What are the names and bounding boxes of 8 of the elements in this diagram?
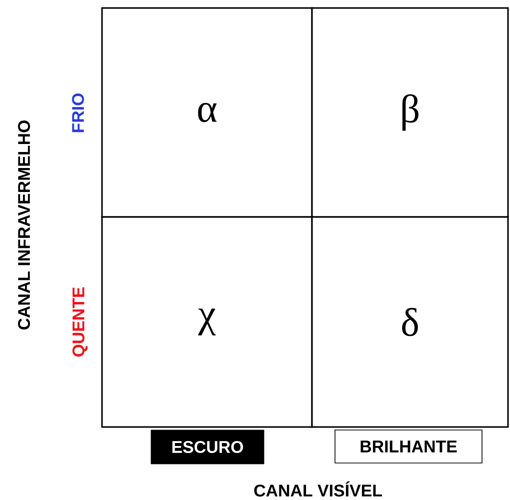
row-label: FRIO [72, 93, 84, 132]
category-box: ESCURO [150, 430, 264, 464]
grid-cell: β [311, 7, 509, 218]
category-box: BRILHANTE [334, 430, 482, 464]
axis-label: CANAL VISÍVEL [254, 481, 382, 497]
grid-cell: α [101, 7, 313, 218]
grid-cell: χ [101, 216, 313, 428]
axis-label: CANAL INFRAVERMELHO [18, 120, 30, 330]
